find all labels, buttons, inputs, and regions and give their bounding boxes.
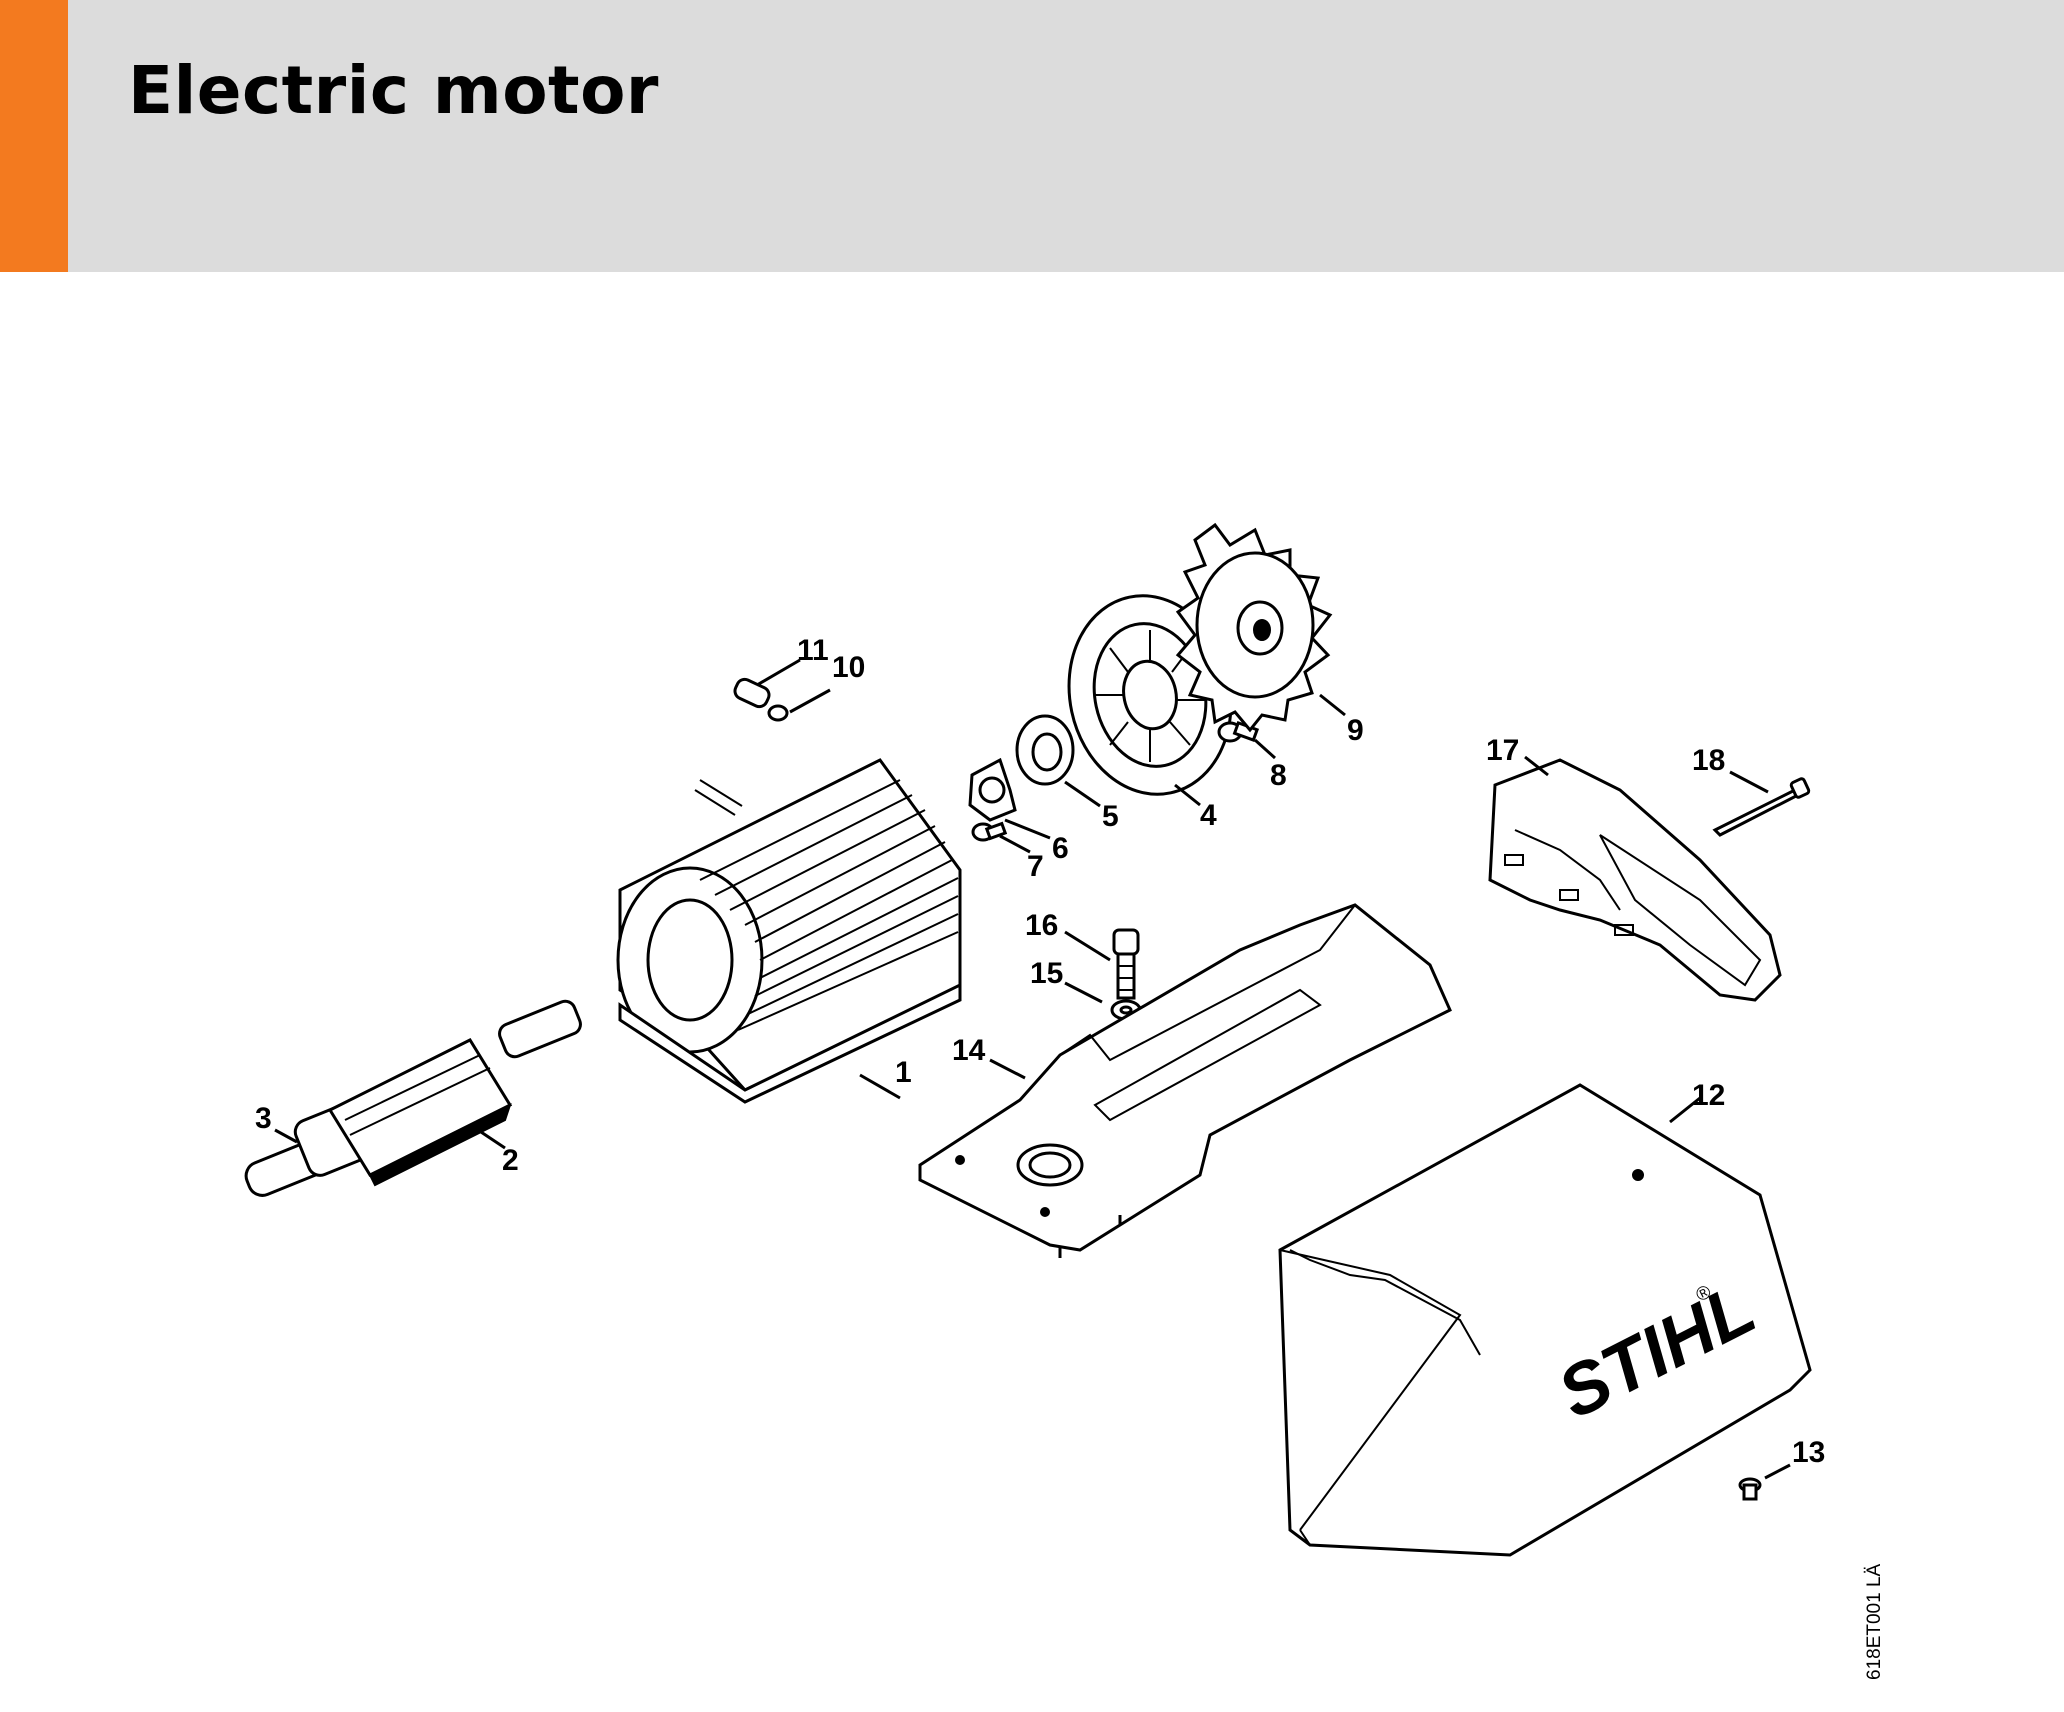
part-label-17: 17 xyxy=(1486,734,1519,767)
part-label-3: 3 xyxy=(255,1102,272,1135)
part-label-18: 18 xyxy=(1692,744,1725,777)
part-label-9: 9 xyxy=(1347,714,1364,747)
stator-housing xyxy=(616,758,962,1104)
leader-lines xyxy=(274,658,1791,1480)
part-label-16: 16 xyxy=(1025,909,1058,942)
header-bar xyxy=(0,0,2064,272)
part-label-13: 13 xyxy=(1792,1436,1825,1469)
part-labels: 1 2 3 4 5 6 7 8 9 10 11 12 13 14 15 16 1… xyxy=(255,634,1825,1469)
motor-cover-hood: STIHL ® xyxy=(1278,1083,1812,1557)
header-accent-stripe xyxy=(0,0,68,272)
part-label-4: 4 xyxy=(1200,799,1217,832)
part-label-8: 8 xyxy=(1270,759,1287,792)
cover-screw xyxy=(971,821,1008,842)
part-label-7: 7 xyxy=(1027,850,1044,883)
ball-bearing xyxy=(1015,714,1075,786)
carry-handle xyxy=(1488,758,1782,1002)
part-label-1: 1 xyxy=(895,1056,912,1089)
part-label-10: 10 xyxy=(832,651,865,684)
part-label-14: 14 xyxy=(952,1034,986,1067)
part-label-12: 12 xyxy=(1692,1079,1725,1112)
base-plate xyxy=(918,903,1452,1258)
part-label-2: 2 xyxy=(502,1144,519,1177)
rotor-armature xyxy=(244,999,582,1197)
base-screw xyxy=(1112,928,1140,1000)
part-label-15: 15 xyxy=(1030,957,1063,990)
cover-screw-small xyxy=(1738,1477,1762,1501)
terminal-screw xyxy=(733,677,789,722)
page-title: Electric motor xyxy=(128,52,659,129)
cooling-fan xyxy=(1175,522,1333,733)
drawing-reference-code: 618ET001 LÄ xyxy=(1864,1563,1885,1680)
bearing-cover xyxy=(968,757,1017,822)
part-label-6: 6 xyxy=(1052,832,1069,865)
part-label-5: 5 xyxy=(1102,800,1119,833)
part-label-11: 11 xyxy=(797,634,829,667)
handle-screw xyxy=(1712,777,1811,837)
